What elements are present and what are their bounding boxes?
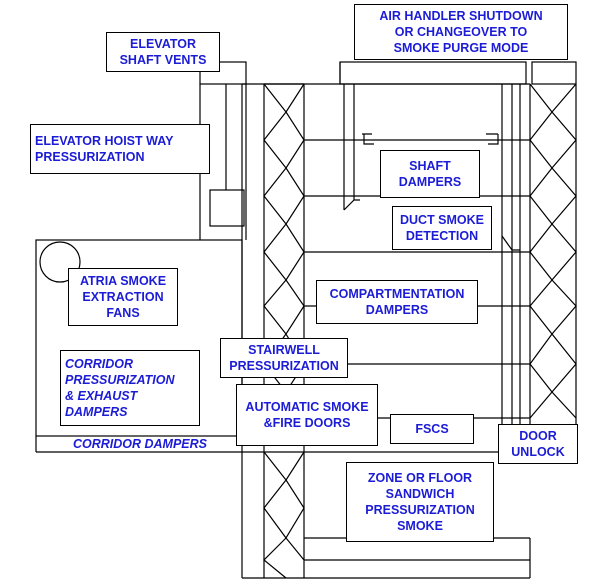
automatic-smoke-doors-label: AUTOMATIC SMOKE &FIRE DOORS xyxy=(236,384,378,446)
elevator-shaft-vents-label: ELEVATOR SHAFT VENTS xyxy=(106,32,220,72)
compartmentation-label: COMPARTMENTATION DAMPERS xyxy=(316,280,478,324)
elevator-car xyxy=(209,189,245,227)
stair-zigzag-right xyxy=(529,83,577,419)
stairwell-text: STAIRWELL PRESSURIZATION xyxy=(229,343,339,373)
corridor-dampers-label: CORRIDOR DAMPERS xyxy=(40,436,240,452)
duct-elbow-right xyxy=(501,235,520,251)
corridor-pressurization-text: CORRIDOR PRESSURIZATION & EXHAUST DAMPER… xyxy=(65,357,175,419)
elevator-shaft-top xyxy=(199,61,247,85)
right-facade-top xyxy=(531,61,577,85)
fan-icon xyxy=(39,241,81,283)
atria-smoke-text: ATRIA SMOKE EXTRACTION FANS xyxy=(79,274,167,320)
automatic-smoke-doors-text: AUTOMATIC SMOKE &FIRE DOORS xyxy=(245,400,369,430)
door-unlock-text: DOOR UNLOCK xyxy=(511,429,565,459)
fscs-text: FSCS xyxy=(415,422,449,436)
shaft-dampers-label: SHAFT DAMPERS xyxy=(380,150,480,198)
elevator-hoist-label: ELEVATOR HOIST WAY PRESSURIZATION xyxy=(30,124,210,174)
corridor-dampers-text: CORRIDOR DAMPERS xyxy=(72,437,208,451)
zone-floor-label: ZONE OR FLOOR SANDWICH PRESSURIZATION SM… xyxy=(346,462,494,542)
damper-symbol-right xyxy=(486,133,499,145)
duct-elbow-left xyxy=(343,199,360,211)
compartmentation-text: COMPARTMENTATION DAMPERS xyxy=(329,287,465,317)
elevator-hoist-text: ELEVATOR HOIST WAY PRESSURIZATION xyxy=(35,134,174,164)
stair-zigzag-left xyxy=(263,83,305,579)
corridor-pressurization-label: CORRIDOR PRESSURIZATION & EXHAUST DAMPER… xyxy=(60,350,200,426)
door-unlock-label: DOOR UNLOCK xyxy=(498,424,578,464)
fscs-label: FSCS xyxy=(390,414,474,444)
mechanical-room xyxy=(339,61,527,85)
duct-smoke-text: DUCT SMOKE DETECTION xyxy=(399,213,485,243)
elevator-shaft-vents-text: ELEVATOR SHAFT VENTS xyxy=(119,37,207,67)
air-handler-text: AIR HANDLER SHUTDOWN OR CHANGEOVER TO SM… xyxy=(379,9,543,55)
atria-smoke-label: ATRIA SMOKE EXTRACTION FANS xyxy=(68,268,178,326)
damper-symbol-left xyxy=(362,133,374,145)
zone-floor-text: ZONE OR FLOOR SANDWICH PRESSURIZATION SM… xyxy=(365,471,475,533)
shaft-dampers-text: SHAFT DAMPERS xyxy=(398,159,462,189)
duct-smoke-label: DUCT SMOKE DETECTION xyxy=(392,206,492,250)
stairwell-label: STAIRWELL PRESSURIZATION xyxy=(220,338,348,378)
air-handler-label: AIR HANDLER SHUTDOWN OR CHANGEOVER TO SM… xyxy=(354,4,568,60)
